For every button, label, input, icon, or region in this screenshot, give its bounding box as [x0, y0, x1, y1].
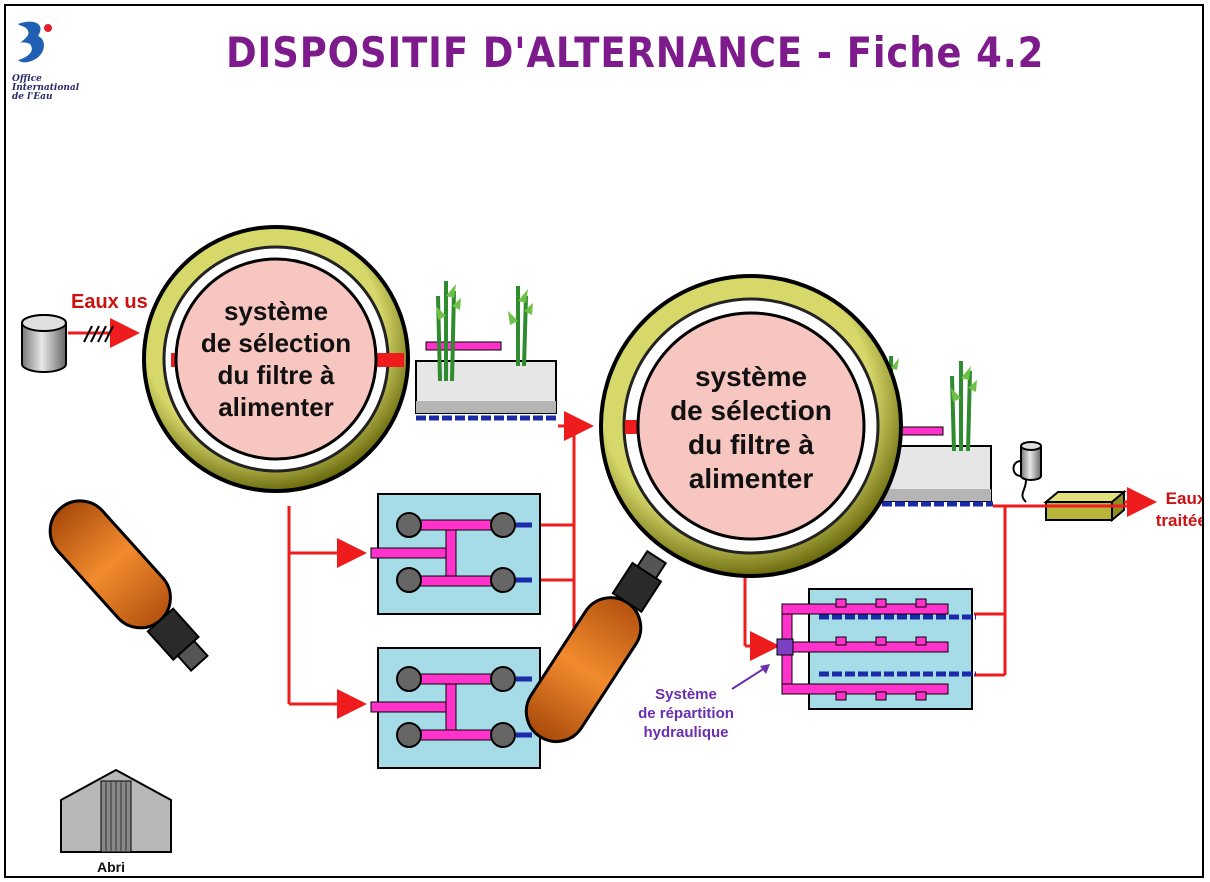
hydraulic-label-line: Système [655, 686, 717, 703]
filter-distribution-box-1 [370, 493, 541, 615]
magnifier-1-text: système [224, 296, 328, 326]
hydraulic-label-line: hydraulique [643, 724, 728, 741]
hydraulic-pointer [731, 665, 769, 690]
logo-text-line: de l'Eau [12, 92, 53, 102]
magnifier-1: système de sélection du filtre à aliment… [48, 225, 410, 672]
diagram-frame: Office International de l'Eau DISPOSITIF… [4, 4, 1204, 878]
inlet-flow-arrow [68, 318, 140, 348]
magnifier-1-text: de sélection [201, 328, 351, 358]
logo-text: Office International de l'Eau [12, 75, 98, 102]
filter-distribution-box-2 [370, 647, 541, 769]
hydraulic-pointer-head [760, 664, 770, 674]
outlet-label-line: Eaux [1166, 489, 1204, 508]
hydraulic-label-line: de répartition [638, 705, 734, 722]
magnifier-1-text: du filtre à [217, 360, 335, 390]
magnifier-2-text: alimenter [689, 463, 814, 494]
inlet-label: Eaux us [71, 291, 148, 313]
shelter-label: Abri [97, 859, 125, 875]
magnifier-2-text: du filtre à [688, 429, 814, 460]
logo-text-line: International [12, 83, 80, 93]
magnifier-2: système de sélection du filtre à aliment… [524, 274, 903, 744]
sampler-icon [1012, 441, 1042, 503]
process-diagram: Eaux us [21, 225, 1204, 875]
logo-text-line: Office [12, 74, 42, 84]
shelter-icon [60, 768, 172, 853]
page-title: DISPOSITIF D'ALTERNANCE - Fiche 4.2 [226, 28, 1045, 77]
hydraulic-distribution-box [776, 588, 976, 710]
planted-filter-1 [415, 281, 558, 421]
logo-mark [18, 21, 52, 63]
logo: Office International de l'Eau [12, 18, 98, 102]
magnifier-2-text: de sélection [670, 395, 832, 426]
magnifier-1-text: alimenter [218, 392, 334, 422]
magnifier-2-text: système [695, 361, 807, 392]
inlet-tank [21, 314, 67, 373]
